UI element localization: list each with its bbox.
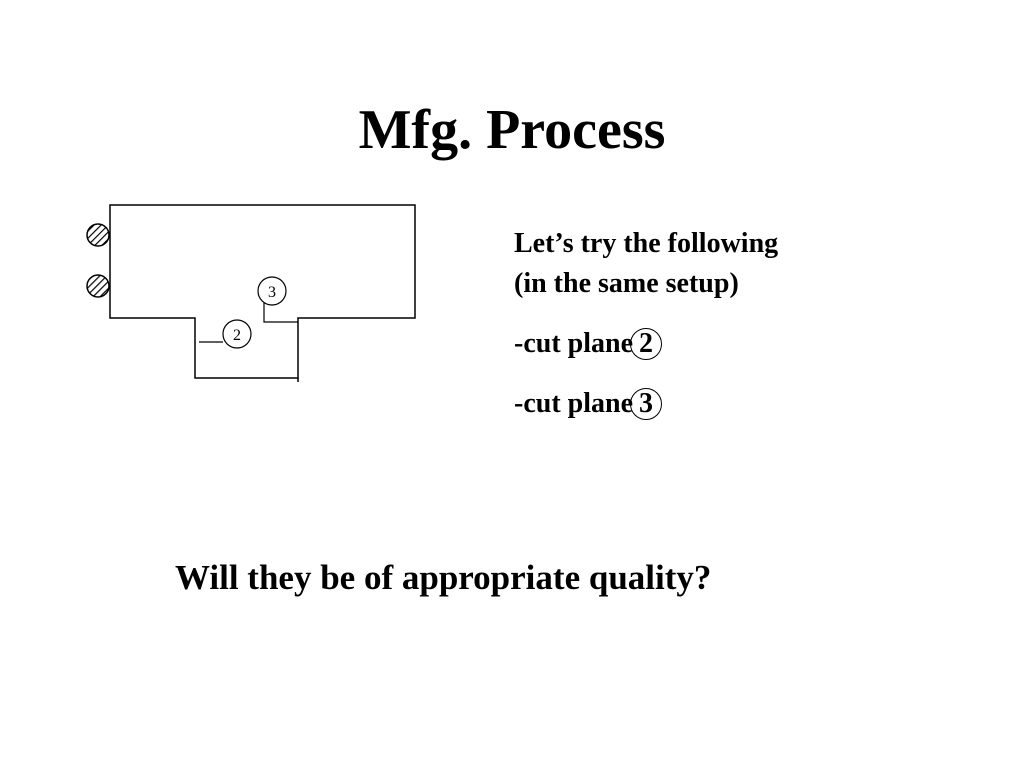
cut-plane-3-marker bbox=[257, 276, 287, 306]
instruction-line-1: Let’s try the following bbox=[514, 228, 779, 259]
fixture-clamp-top-icon bbox=[86, 223, 110, 247]
cut-step-plane-2-text: -cut plane bbox=[514, 328, 633, 359]
fixture-clamp-bottom-icon bbox=[86, 274, 110, 298]
plane-3-number-circle: 3 bbox=[630, 388, 662, 420]
slide-title: Mfg. Process bbox=[358, 99, 666, 161]
cut-plane-2-label: 2 bbox=[233, 327, 241, 344]
cut-plane-3-line bbox=[263, 296, 298, 323]
question-text: Will they be of appropriate quality? bbox=[175, 558, 712, 597]
plane-2-number-circle: 2 bbox=[630, 328, 662, 360]
cut-plane-3-label: 3 bbox=[268, 284, 276, 301]
instruction-line-2: (in the same setup) bbox=[514, 268, 739, 299]
cut-step-plane-3-text: -cut plane bbox=[514, 388, 633, 419]
cut-plane-2-marker bbox=[222, 319, 252, 349]
instructions-block: Let’s try the following (in the same set… bbox=[514, 224, 778, 424]
